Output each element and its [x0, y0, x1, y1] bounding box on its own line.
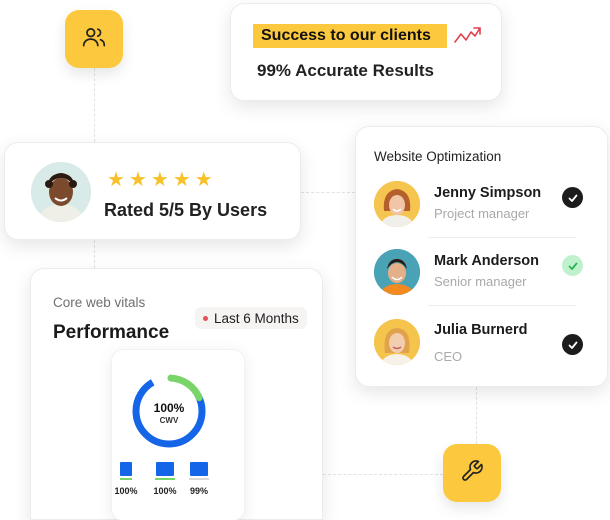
avatar — [374, 319, 420, 365]
website-optimization-card: Website Optimization Jenny Simpson Proje… — [355, 126, 608, 387]
status-dot-icon — [203, 315, 208, 321]
badge-label: Last 6 Months — [214, 310, 299, 326]
avatar — [374, 249, 420, 295]
connector-line — [94, 240, 95, 268]
accuracy-text: 99% Accurate Results — [257, 61, 435, 80]
bar-fill — [156, 462, 174, 476]
avatar — [31, 162, 91, 222]
bar-baseline — [120, 478, 132, 480]
optimization-title: Website Optimization — [374, 149, 502, 164]
person-name: Julia Burnerd — [434, 322, 528, 338]
star-icon: ★ — [150, 169, 169, 191]
trending-up-icon — [453, 22, 483, 53]
person-name: Mark Anderson — [434, 253, 540, 269]
connector-line — [301, 192, 355, 193]
wrench-icon — [460, 459, 484, 488]
rating-text: Rated 5/5 By Users — [104, 200, 268, 220]
connector-line — [476, 387, 477, 444]
wrench-tile — [443, 444, 501, 502]
person-name: Jenny Simpson — [434, 185, 542, 201]
time-range-badge[interactable]: Last 6 Months — [195, 307, 307, 329]
donut-label: CWV — [159, 416, 179, 425]
bar-fill — [120, 462, 132, 476]
divider — [428, 237, 576, 238]
checkmark-icon[interactable] — [562, 255, 583, 276]
rating-stars: ★ ★ ★ ★ ★ — [107, 167, 213, 192]
bar-value: 100% — [114, 486, 138, 496]
list-item[interactable]: Jenny Simpson Project manager — [356, 177, 609, 243]
users-tile — [65, 10, 123, 68]
rating-card: ★ ★ ★ ★ ★ Rated 5/5 By Users — [4, 142, 301, 240]
star-icon: ★ — [172, 169, 191, 191]
divider — [428, 305, 576, 306]
list-item[interactable]: Julia Burnerd CEO — [356, 313, 609, 379]
bar-value: 100% — [153, 486, 177, 496]
metric-bar: 99% — [182, 462, 216, 496]
bar-baseline — [189, 478, 209, 480]
bar-fill — [190, 462, 208, 476]
star-icon: ★ — [128, 169, 147, 191]
avatar — [374, 181, 420, 227]
donut-value: 100% — [153, 401, 185, 415]
person-role: Senior manager — [434, 274, 527, 289]
checkmark-icon[interactable] — [562, 334, 583, 355]
users-icon — [81, 24, 107, 55]
connector-line — [94, 68, 95, 142]
metric-bar: 100% — [112, 462, 140, 496]
star-icon: ★ — [194, 169, 213, 191]
person-role: Project manager — [434, 206, 530, 221]
performance-card: Core web vitals Performance Last 6 Month… — [30, 268, 323, 520]
list-item[interactable]: Mark Anderson Senior manager — [356, 245, 609, 311]
success-headline: Success to our clients — [253, 24, 447, 48]
connector-line — [323, 474, 443, 475]
cwv-panel: 100% CWV 100% 100% 99% — [111, 349, 245, 520]
bar-value: 99% — [189, 486, 208, 496]
performance-subtitle: Core web vitals — [53, 295, 146, 310]
bar-baseline — [155, 478, 175, 480]
performance-title: Performance — [53, 322, 170, 343]
checkmark-icon[interactable] — [562, 187, 583, 208]
metric-bar: 100% — [148, 462, 182, 496]
person-role: CEO — [434, 349, 463, 364]
star-icon: ★ — [107, 169, 125, 191]
success-card: Success to our clients 99% Accurate Resu… — [230, 3, 502, 101]
cwv-donut-chart — [132, 374, 206, 448]
